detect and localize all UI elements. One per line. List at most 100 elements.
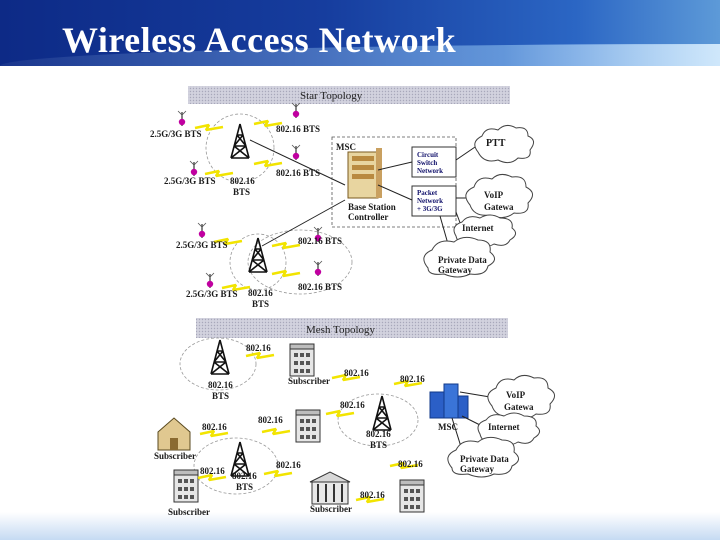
bts-label: 802.16 BTS (298, 282, 342, 292)
mesh-topology: Mesh Topology M (154, 318, 555, 517)
mesh-internet-label: Internet (488, 422, 520, 432)
link-line (377, 161, 413, 171)
mesh-header-band (196, 318, 508, 338)
mesh-private-data-gateway-cloud: Private Data Gateway (447, 436, 519, 478)
star-topology: Star Topology MSC (150, 86, 534, 309)
bts-label: 2.5G/3G BTS (186, 289, 238, 299)
controller-label-1: Base Station (348, 202, 396, 212)
packet-label-1: Packet (417, 189, 438, 197)
pdg-label-1: Private Data (438, 255, 487, 265)
subscriber-building-icon (289, 343, 315, 377)
voip-label-1: VoIP (484, 190, 504, 200)
mesh-bts-label: 802.16 (208, 380, 233, 390)
private-data-gateway-cloud: Private Data Gateway (423, 236, 495, 278)
antenna-icon (177, 110, 187, 127)
mesh-bts-label: 802.16 (232, 471, 257, 481)
link-label: 802.16 (202, 422, 227, 432)
tower-icon (372, 395, 392, 431)
subscriber-building-icon (295, 409, 321, 443)
link-label: 802.16 (344, 368, 369, 378)
circuit-label-2: Switch (417, 159, 437, 167)
circuit-switch-box (411, 146, 457, 178)
lightning-bolt-icon (270, 241, 302, 250)
link-label: 802.16 (246, 343, 271, 353)
slide-title: Wireless Access Network (62, 20, 457, 60)
msc-building-icon (429, 383, 469, 419)
link-label: 802.16 (398, 459, 423, 469)
packet-network-box (411, 185, 457, 217)
subscriber-label: Subscriber (288, 376, 330, 386)
lightning-bolt-icon (252, 159, 284, 168)
link-line (455, 144, 479, 161)
bts-label: 802.16 BTS (298, 236, 342, 246)
circuit-label-1: Circuit (417, 151, 439, 159)
bts-label: 802.16 (230, 176, 255, 186)
antenna-icon (189, 160, 199, 177)
link-label: 802.16 (340, 400, 365, 410)
mesh-bts-label: 802.16 (366, 429, 391, 439)
voip-gateway-cloud: VoIP Gatewa (465, 173, 533, 219)
internet-label: Internet (462, 223, 494, 233)
link-label: 802.16 (400, 374, 425, 384)
lightning-bolt-icon (270, 269, 302, 278)
subscriber-building-icon (399, 479, 425, 513)
subscriber-label: Subscriber (168, 507, 210, 517)
pdg-label-2: Gateway (438, 265, 472, 275)
circuit-label-3: Network (417, 167, 443, 175)
packet-label-2: Network (417, 197, 443, 205)
antenna-icon (197, 222, 207, 239)
subscriber-building-icon (173, 469, 199, 503)
mesh-bts-label: BTS (370, 440, 387, 450)
mesh-msc-label: MSC (438, 422, 458, 432)
bts-label: 802.16 BTS (276, 168, 320, 178)
antenna-icon (205, 272, 215, 289)
subscriber-house-icon (157, 417, 191, 451)
link-label: 802.16 (200, 466, 225, 476)
tower-icon (210, 339, 230, 375)
bts-label: 2.5G/3G BTS (150, 129, 202, 139)
mesh-header-label: Mesh Topology (306, 324, 376, 336)
link-line (249, 139, 346, 186)
star-header-label: Star Topology (300, 90, 363, 102)
msc-box (331, 136, 457, 228)
subscriber-label: Subscriber (310, 504, 352, 514)
link-label: 802.16 (360, 490, 385, 500)
mesh-bts-label: BTS (212, 391, 229, 401)
base-station-controller-icon (347, 148, 382, 199)
bts-label: BTS (252, 299, 269, 309)
coverage-circle (179, 337, 257, 391)
bts-label: 2.5G/3G BTS (164, 176, 216, 186)
bts-label: 802.16 (248, 288, 273, 298)
coverage-circle (337, 393, 419, 447)
lightning-bolt-icon (244, 351, 276, 360)
bts-label: 802.16 BTS (276, 124, 320, 134)
coverage-circle (205, 113, 275, 183)
link-label: 802.16 (258, 415, 283, 425)
ptt-cloud: PTT (474, 124, 534, 164)
mesh-voip-label-1: VoIP (506, 390, 526, 400)
ptt-label: PTT (486, 138, 506, 149)
packet-label-3: + 3G/3G (417, 205, 443, 213)
link-line (261, 199, 346, 247)
star-msc-label: MSC (336, 142, 356, 152)
controller-label-2: Controller (348, 212, 388, 222)
footer-band (0, 512, 720, 540)
mesh-pdg-label-1: Private Data (460, 454, 509, 464)
subscriber-bank-icon (309, 471, 351, 505)
bts-label: BTS (233, 187, 250, 197)
bts-label: 2.5G/3G BTS (176, 240, 228, 250)
mesh-voip-label-2: Gatewa (504, 402, 534, 412)
lightning-bolt-icon (324, 409, 356, 418)
antenna-icon (313, 260, 323, 277)
mesh-pdg-label-2: Gateway (460, 464, 494, 474)
subscriber-label: Subscriber (154, 451, 196, 461)
voip-label-2: Gatewa (484, 202, 514, 212)
title-bar: Wireless Access Network (0, 0, 720, 66)
coverage-circle (193, 437, 279, 495)
star-header-band (188, 86, 510, 104)
lightning-bolt-icon (262, 469, 294, 478)
link-line (377, 184, 413, 201)
antenna-icon (291, 144, 301, 161)
mesh-bts-label: BTS (236, 482, 253, 492)
